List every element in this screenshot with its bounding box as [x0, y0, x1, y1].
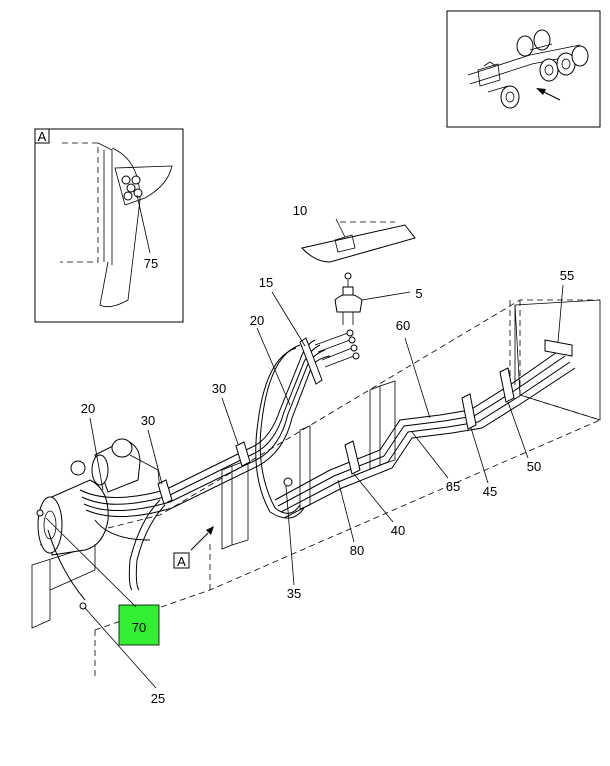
callout-40[interactable]: 40	[391, 523, 405, 538]
valve-icon	[334, 272, 363, 325]
detail-a-label: A	[38, 129, 47, 144]
callout-80[interactable]: 80	[350, 543, 364, 558]
clamp-45-icon	[461, 393, 477, 430]
view-a-pointer: A	[173, 526, 214, 569]
truck-chassis-icon	[467, 29, 589, 109]
callout-30-upper[interactable]: 30	[212, 381, 226, 396]
frame-rail	[31, 299, 601, 680]
callout-35[interactable]: 35	[287, 586, 301, 601]
detail-a-label-box	[34, 128, 50, 144]
callout-50[interactable]: 50	[527, 459, 541, 474]
callout-60[interactable]: 60	[396, 318, 410, 333]
clamps	[157, 337, 573, 505]
callout-65[interactable]: 65	[446, 479, 460, 494]
callout-15[interactable]: 15	[259, 275, 273, 290]
clamp-30a-icon	[157, 479, 173, 505]
callout-70-highlight[interactable]	[118, 604, 160, 646]
cover-plate-icon	[301, 221, 416, 263]
locator-frame	[446, 10, 601, 128]
clamp-30b-icon	[235, 441, 251, 467]
clamp-15-icon	[299, 337, 323, 385]
callout-20-upper[interactable]: 20	[250, 313, 264, 328]
callout-labels: 10 5 15 20 60 55 30 20 30 50 65 45 40 80…	[81, 203, 574, 706]
callout-30-lower[interactable]: 30	[141, 413, 155, 428]
fittings	[314, 329, 360, 368]
location-arrow-icon	[536, 88, 561, 101]
detail-a-frame	[34, 128, 184, 323]
clamp-40-icon	[344, 440, 361, 475]
view-a-label: A	[177, 554, 186, 569]
callout-55[interactable]: 55	[560, 268, 574, 283]
air-dryer-icon	[36, 479, 109, 556]
callout-75[interactable]: 75	[144, 256, 158, 271]
view-a-label-box	[173, 552, 190, 569]
grommet-icon	[121, 175, 143, 201]
clamp-50-icon	[499, 367, 515, 403]
callout-20-lower[interactable]: 20	[81, 401, 95, 416]
callout-45[interactable]: 45	[483, 484, 497, 499]
locator-inset	[446, 10, 601, 128]
callout-10[interactable]: 10	[293, 203, 307, 218]
clamp-35-icon	[283, 477, 293, 487]
clamp-55-icon	[544, 339, 573, 357]
callout-25[interactable]: 25	[151, 691, 165, 706]
callout-5[interactable]: 5	[415, 286, 422, 301]
callout-70[interactable]: 70	[132, 620, 146, 635]
detail-a-inset: A	[34, 128, 184, 323]
leader-lines	[45, 218, 564, 689]
